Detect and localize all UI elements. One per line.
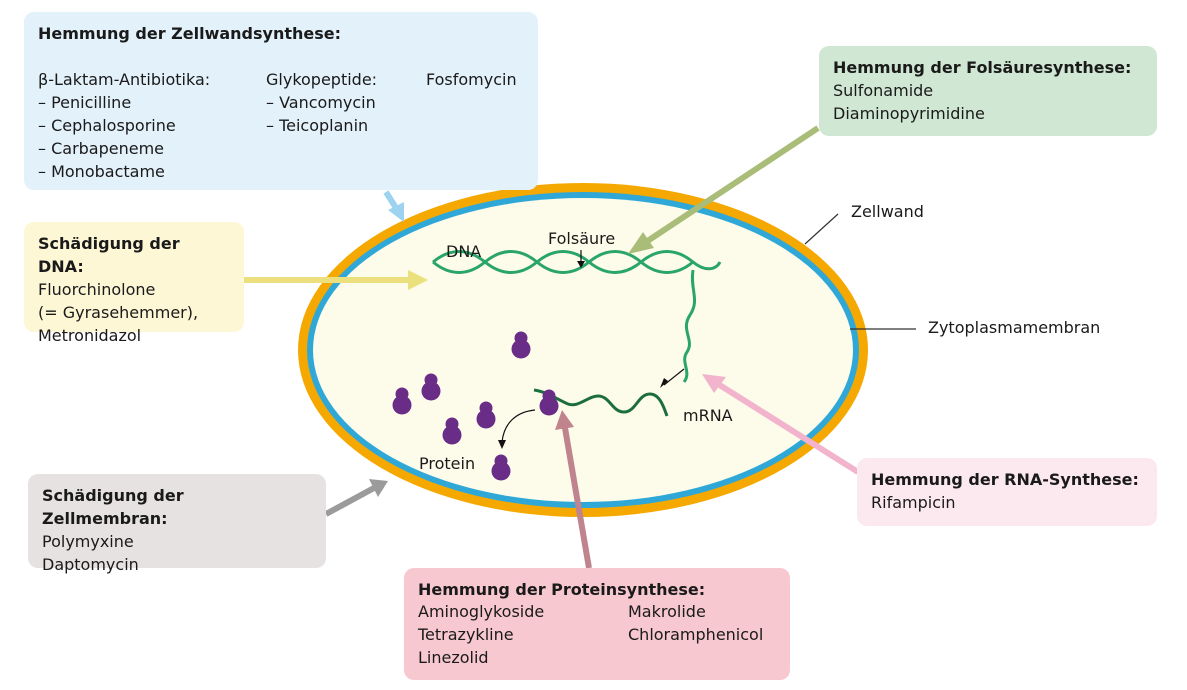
- zellwand-leader-line: [804, 213, 839, 245]
- arrow-membrane: [324, 479, 388, 517]
- list-item: Rifampicin: [871, 493, 956, 512]
- ribosome-group: [392, 331, 559, 481]
- folate-synthesis-box: Hemmung der Folsäuresynthese: Sulfonamid…: [819, 46, 1157, 136]
- list-item: Chloramphenicol: [628, 625, 764, 644]
- ribosome: [491, 454, 511, 481]
- zellwand-label: Zellwand: [851, 202, 924, 221]
- protein-inhibitors-column-1: Aminoglykoside Tetrazykline Linezolid: [418, 600, 544, 669]
- list-item: – Carbapeneme: [38, 139, 165, 158]
- rna-synthesis-box: Hemmung der RNA-Synthese: Rifampicin: [857, 458, 1157, 526]
- folate-pointer-arrow: [577, 250, 585, 268]
- membrane-damage-box: Schädigung der Zellmembran: Polymyxine D…: [28, 474, 326, 574]
- folate-box-title: Hemmung der Folsäuresynthese:: [833, 58, 1132, 77]
- list-item: Diaminopyrimidine: [833, 104, 985, 123]
- list-item: Tetrazykline: [418, 625, 514, 644]
- membrane-box-title: Schädigung der Zellmembran:: [42, 486, 184, 528]
- list-item: – Cephalosporine: [38, 116, 176, 135]
- ribosome: [442, 417, 462, 445]
- cell-wall-synthesis-box: Hemmung der Zellwandsynthese: β-Laktam-A…: [24, 12, 538, 190]
- protein-box-title: Hemmung der Proteinsynthese:: [418, 580, 706, 599]
- zytoplasmamembran-label: Zytoplasmamembran: [928, 318, 1101, 337]
- rna-box-title: Hemmung der RNA-Synthese:: [871, 470, 1139, 489]
- list-item: Polymyxine: [42, 532, 134, 551]
- dna-strand-b: [432, 250, 694, 274]
- list-item: Aminoglykoside: [418, 602, 545, 621]
- arrow-dna: [244, 270, 428, 290]
- list-item: Metronidazol: [38, 326, 142, 345]
- translation-arrow: [498, 409, 536, 449]
- protein-inhibitors-column-2: Makrolide Chloramphenicol: [628, 600, 763, 646]
- folate-label: Folsäure: [548, 229, 616, 248]
- cell-wall-box-title: Hemmung der Zellwandsynthese:: [38, 24, 342, 43]
- protein-synthesis-box: Hemmung der Proteinsynthese: Aminoglykos…: [404, 568, 790, 680]
- ribosome: [476, 401, 496, 429]
- arrow-rna: [702, 374, 860, 475]
- arrow-folate: [628, 125, 820, 254]
- arrow-cell-wall: [383, 190, 404, 222]
- ribosome: [539, 389, 559, 416]
- glycopeptide-column: Glykopeptide: – Vancomycin – Teicoplanin: [266, 68, 377, 137]
- list-item: Daptomycin: [42, 555, 139, 574]
- mrna-strand: [533, 388, 669, 417]
- fosfomycin-column: Fosfomycin: [426, 68, 517, 91]
- list-item: Sulfonamide: [833, 81, 934, 100]
- list-item: (= Gyrasehemmer),: [38, 303, 199, 322]
- dna-box-title: Schädigung der DNA:: [38, 234, 180, 276]
- ribosome: [392, 387, 412, 415]
- list-item: – Penicilline: [38, 93, 132, 112]
- dna-damage-box: Schädigung der DNA: Fluorchinolone (= Gy…: [24, 222, 244, 345]
- list-item: – Monobactame: [38, 162, 165, 181]
- dna-label: DNA: [446, 242, 482, 261]
- protein-label: Protein: [419, 454, 476, 473]
- beta-lactam-column: β-Laktam-Antibiotika: – Penicilline – Ce…: [38, 68, 210, 183]
- list-item: Fosfomycin: [426, 70, 517, 89]
- mrna-label: mRNA: [683, 406, 733, 425]
- ribosome: [421, 373, 441, 401]
- list-item: Linezolid: [418, 648, 489, 667]
- list-item: – Vancomycin: [266, 93, 376, 112]
- transcription-arrow: [660, 368, 685, 388]
- ribosome: [511, 331, 531, 359]
- dna-tail: [682, 269, 697, 383]
- list-item: Glykopeptide:: [266, 70, 378, 89]
- list-item: Fluorchinolone: [38, 280, 156, 299]
- list-item: β-Laktam-Antibiotika:: [38, 70, 211, 89]
- list-item: Makrolide: [628, 602, 706, 621]
- list-item: – Teicoplanin: [266, 116, 369, 135]
- arrow-protein: [555, 410, 592, 569]
